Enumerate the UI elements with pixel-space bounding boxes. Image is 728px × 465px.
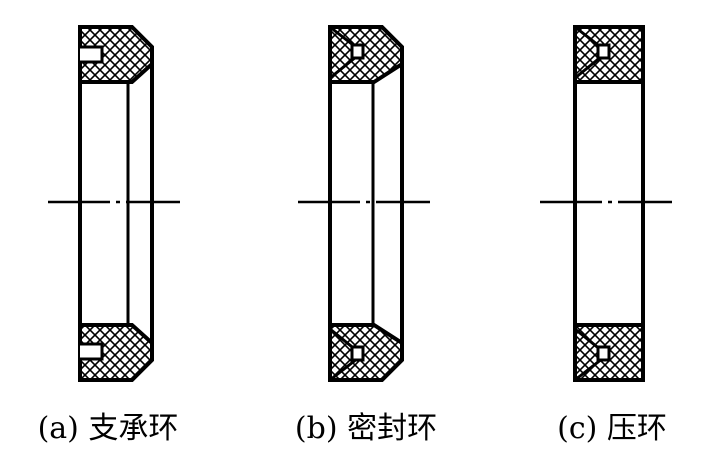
ring-a-bottom-groove <box>80 342 104 361</box>
caption-b: (b) 密封环 <box>295 411 437 446</box>
caption-a: (a) 支承环 <box>38 411 179 446</box>
ring-c-top-slot <box>596 43 611 60</box>
ring-c-pressure-ring <box>540 25 672 382</box>
ring-a-top-groove <box>80 45 104 64</box>
ring-b-seal-ring <box>298 25 430 382</box>
caption-c: (c) 压环 <box>557 411 667 446</box>
ring-b-top-slot <box>350 43 365 60</box>
ring-a-bottom-section <box>78 323 154 382</box>
ring-a-support-ring <box>48 25 180 382</box>
ring-c-bottom-slot <box>596 345 611 362</box>
ring-b-bottom-slot <box>350 345 365 362</box>
